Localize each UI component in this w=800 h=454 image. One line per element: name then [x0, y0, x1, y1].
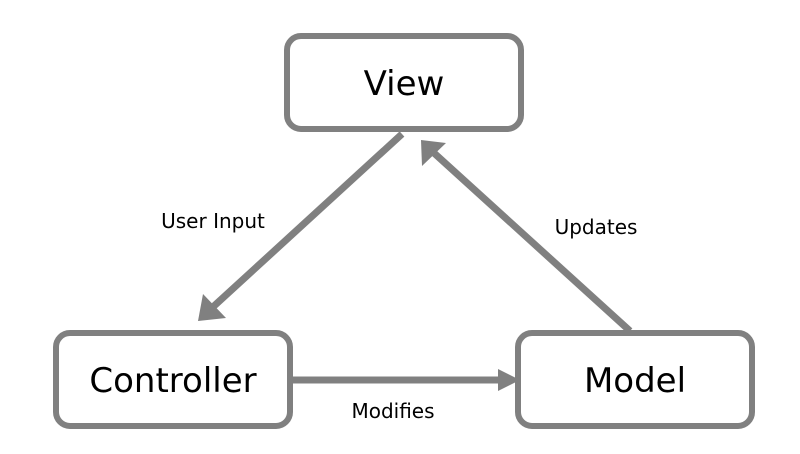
model-label: Model	[584, 361, 686, 401]
user-input-arrowhead	[198, 294, 226, 321]
controller-box	[53, 330, 293, 429]
updates-arrowhead	[421, 140, 446, 166]
view-label: View	[364, 64, 445, 104]
user-input-label: User Input	[161, 209, 265, 233]
edge-modifies	[290, 369, 520, 391]
controller-label: Controller	[89, 361, 256, 401]
modifies-arrowhead	[498, 369, 520, 391]
updates-label: Updates	[555, 215, 638, 239]
edge-user-input	[198, 131, 405, 321]
edge-updates	[421, 140, 633, 334]
model-box	[515, 330, 755, 429]
node-model: Model	[515, 330, 755, 429]
view-box	[284, 33, 524, 132]
node-controller: Controller	[53, 330, 293, 429]
modifies-label: Modifies	[351, 399, 434, 423]
updates-arrow-line	[431, 150, 633, 334]
node-view: View	[284, 33, 524, 132]
user-input-arrow-line	[211, 131, 405, 309]
